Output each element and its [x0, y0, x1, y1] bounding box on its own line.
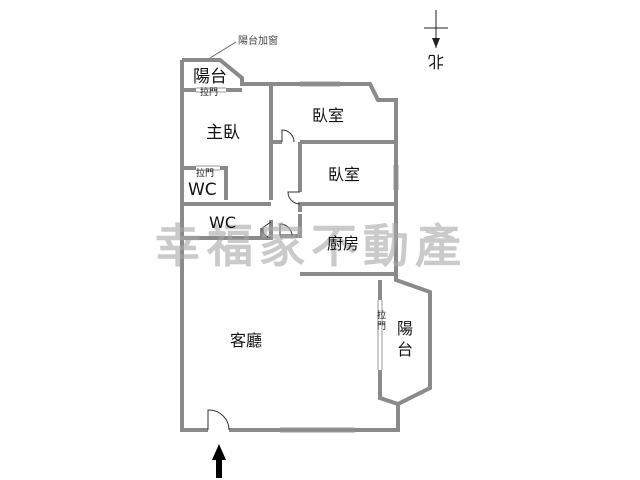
room-kitchen: 廚房	[327, 234, 359, 253]
room-bedroom-1: 臥室	[312, 106, 344, 125]
label-north: 北	[428, 52, 444, 71]
door-bedroom2	[287, 191, 301, 205]
label-sliding-door-3a: 拉	[377, 309, 386, 321]
room-bedroom-2: 臥室	[328, 165, 360, 184]
door-swings	[207, 129, 301, 431]
north-compass-icon: 北	[424, 10, 448, 71]
room-living-room: 客廳	[230, 331, 262, 350]
label-sliding-door-1: 拉門	[200, 86, 218, 98]
label-sliding-door-2: 拉門	[196, 167, 214, 179]
label-sliding-door-3b: 門	[377, 321, 386, 332]
door-wc	[261, 221, 272, 239]
watermark: 幸福家不動產	[155, 219, 467, 273]
window-marks	[196, 81, 399, 433]
room-balcony-side-2: 台	[397, 340, 413, 359]
room-master-bedroom: 主臥	[206, 123, 240, 143]
note-leader	[209, 41, 237, 59]
door-master	[281, 129, 295, 143]
entrance-arrow-icon	[212, 444, 226, 478]
room-balcony-side-1: 陽	[397, 319, 413, 338]
room-balcony-master: 陽台	[193, 67, 227, 87]
room-wc-master: WC	[188, 180, 217, 200]
label-balcony-window-note: 陽台加窗	[238, 34, 278, 47]
room-wc-main: WC	[209, 213, 236, 232]
door-entrance	[207, 409, 230, 431]
door-kitchen	[279, 223, 293, 237]
